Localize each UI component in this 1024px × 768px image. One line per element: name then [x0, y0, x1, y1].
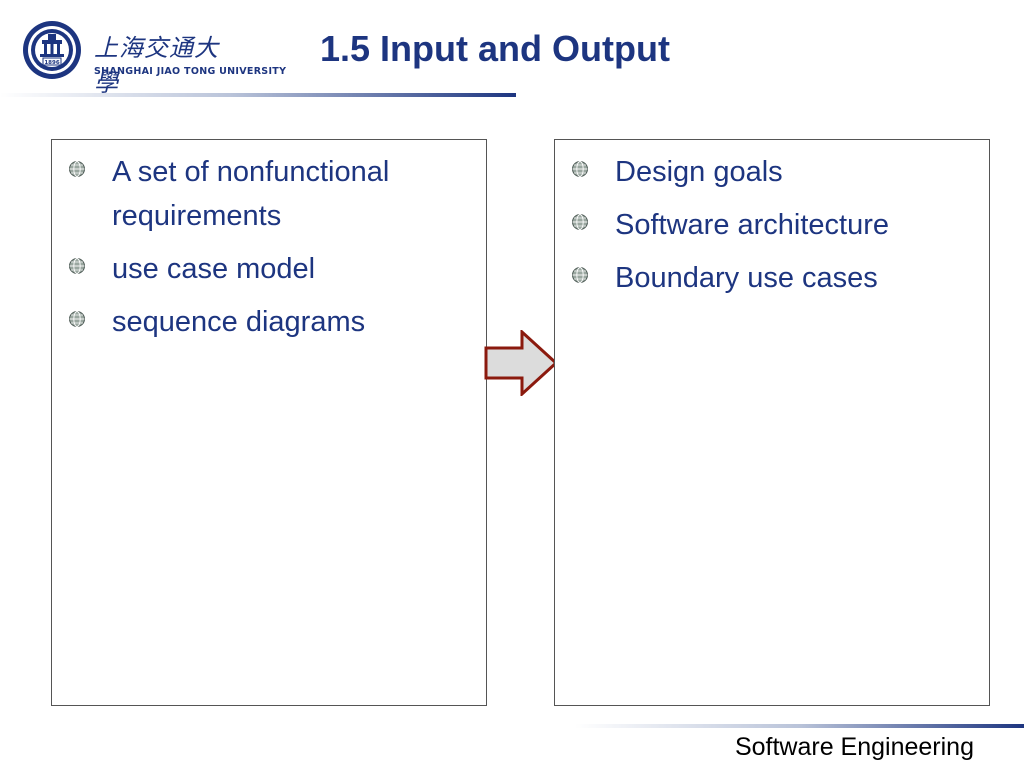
university-logo: 1896 上海交通大學 SHANGHAI JIAO TONG UNIVERSIT…: [22, 20, 286, 97]
list-item-text: use case model: [112, 253, 316, 285]
output-list: Design goals Software architecture Bound…: [555, 140, 989, 300]
footer-divider: [575, 724, 1024, 728]
list-item: sequence diagrams: [68, 300, 476, 344]
list-item: Boundary use cases: [571, 256, 979, 300]
university-seal-icon: 1896: [23, 21, 81, 79]
input-panel: A set of nonfunctional requirements use …: [51, 139, 487, 706]
list-item: use case model: [68, 247, 476, 291]
footer-course-name: Software Engineering: [734, 733, 974, 761]
list-item-text: Boundary use cases: [615, 262, 878, 294]
globe-bullet-icon: [69, 258, 85, 274]
list-item-text: A set of nonfunctional requirements: [112, 156, 390, 232]
university-name-cn: 上海交通大學: [94, 34, 219, 97]
slide-title: 1.5 Input and Output: [320, 28, 670, 69]
output-panel: Design goals Software architecture Bound…: [554, 139, 990, 706]
list-item: Design goals: [571, 150, 979, 194]
seal-year: 1896: [44, 60, 59, 66]
list-item: Software architecture: [571, 203, 979, 247]
list-item-text: sequence diagrams: [112, 306, 366, 338]
globe-bullet-icon: [69, 161, 85, 177]
university-name-en: SHANGHAI JIAO TONG UNIVERSITY: [94, 66, 287, 77]
globe-bullet-icon: [69, 311, 85, 327]
globe-bullet-icon: [572, 214, 588, 230]
input-list: A set of nonfunctional requirements use …: [52, 140, 486, 344]
globe-bullet-icon: [572, 161, 588, 177]
header-divider: [0, 93, 516, 97]
list-item: A set of nonfunctional requirements: [68, 150, 476, 238]
list-item-text: Design goals: [615, 156, 783, 188]
list-item-text: Software architecture: [615, 209, 890, 241]
right-arrow-icon: [484, 330, 558, 396]
globe-bullet-icon: [572, 267, 588, 283]
